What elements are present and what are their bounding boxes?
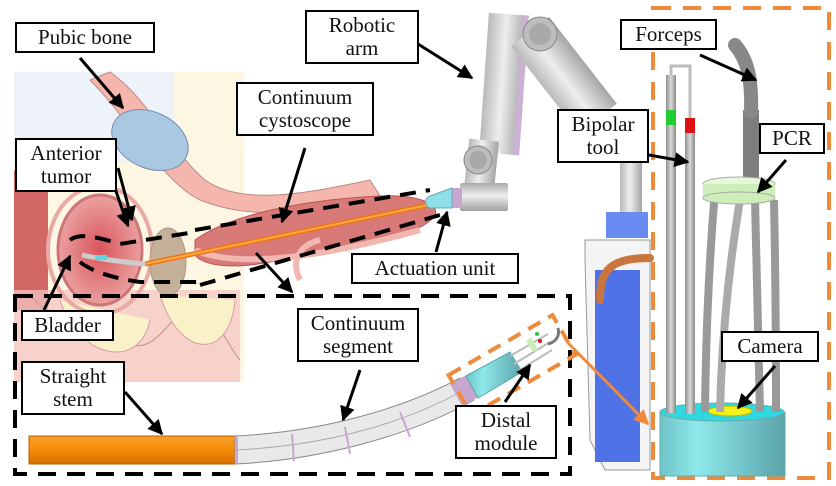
continuum-segment-shape <box>234 377 475 465</box>
label-continuum-cystoscope: Continuum cystoscope <box>236 82 374 136</box>
label-distal-module: Distal module <box>455 405 557 459</box>
straight-stem-shape <box>28 435 236 465</box>
label-bipolar-tool: Bipolar tool <box>557 109 649 163</box>
label-forceps: Forceps <box>620 19 717 50</box>
label-robotic-arm: Robotic arm <box>305 10 419 64</box>
label-straight-stem: Straight stem <box>21 361 125 415</box>
detail-box-black <box>13 294 572 476</box>
cystoscope-in-body <box>68 188 441 287</box>
scope-detail <box>28 327 560 465</box>
distal-module-callout <box>445 312 650 426</box>
label-pubic-bone: Pubic bone <box>15 22 155 53</box>
distal-module-closeup <box>659 38 786 477</box>
label-bladder: Bladder <box>21 310 114 341</box>
camera-lens <box>707 405 753 417</box>
robotic-arm <box>425 12 654 471</box>
label-anterior-tumor: Anterior tumor <box>15 138 117 192</box>
label-continuum-segment: Continuum segment <box>297 308 419 362</box>
label-pcr: PCR <box>759 123 825 154</box>
pubic-bone-shape <box>111 109 189 171</box>
label-camera: Camera <box>721 331 819 362</box>
label-actuation-unit: Actuation unit <box>351 253 519 284</box>
zoom-box-orange <box>651 6 831 480</box>
